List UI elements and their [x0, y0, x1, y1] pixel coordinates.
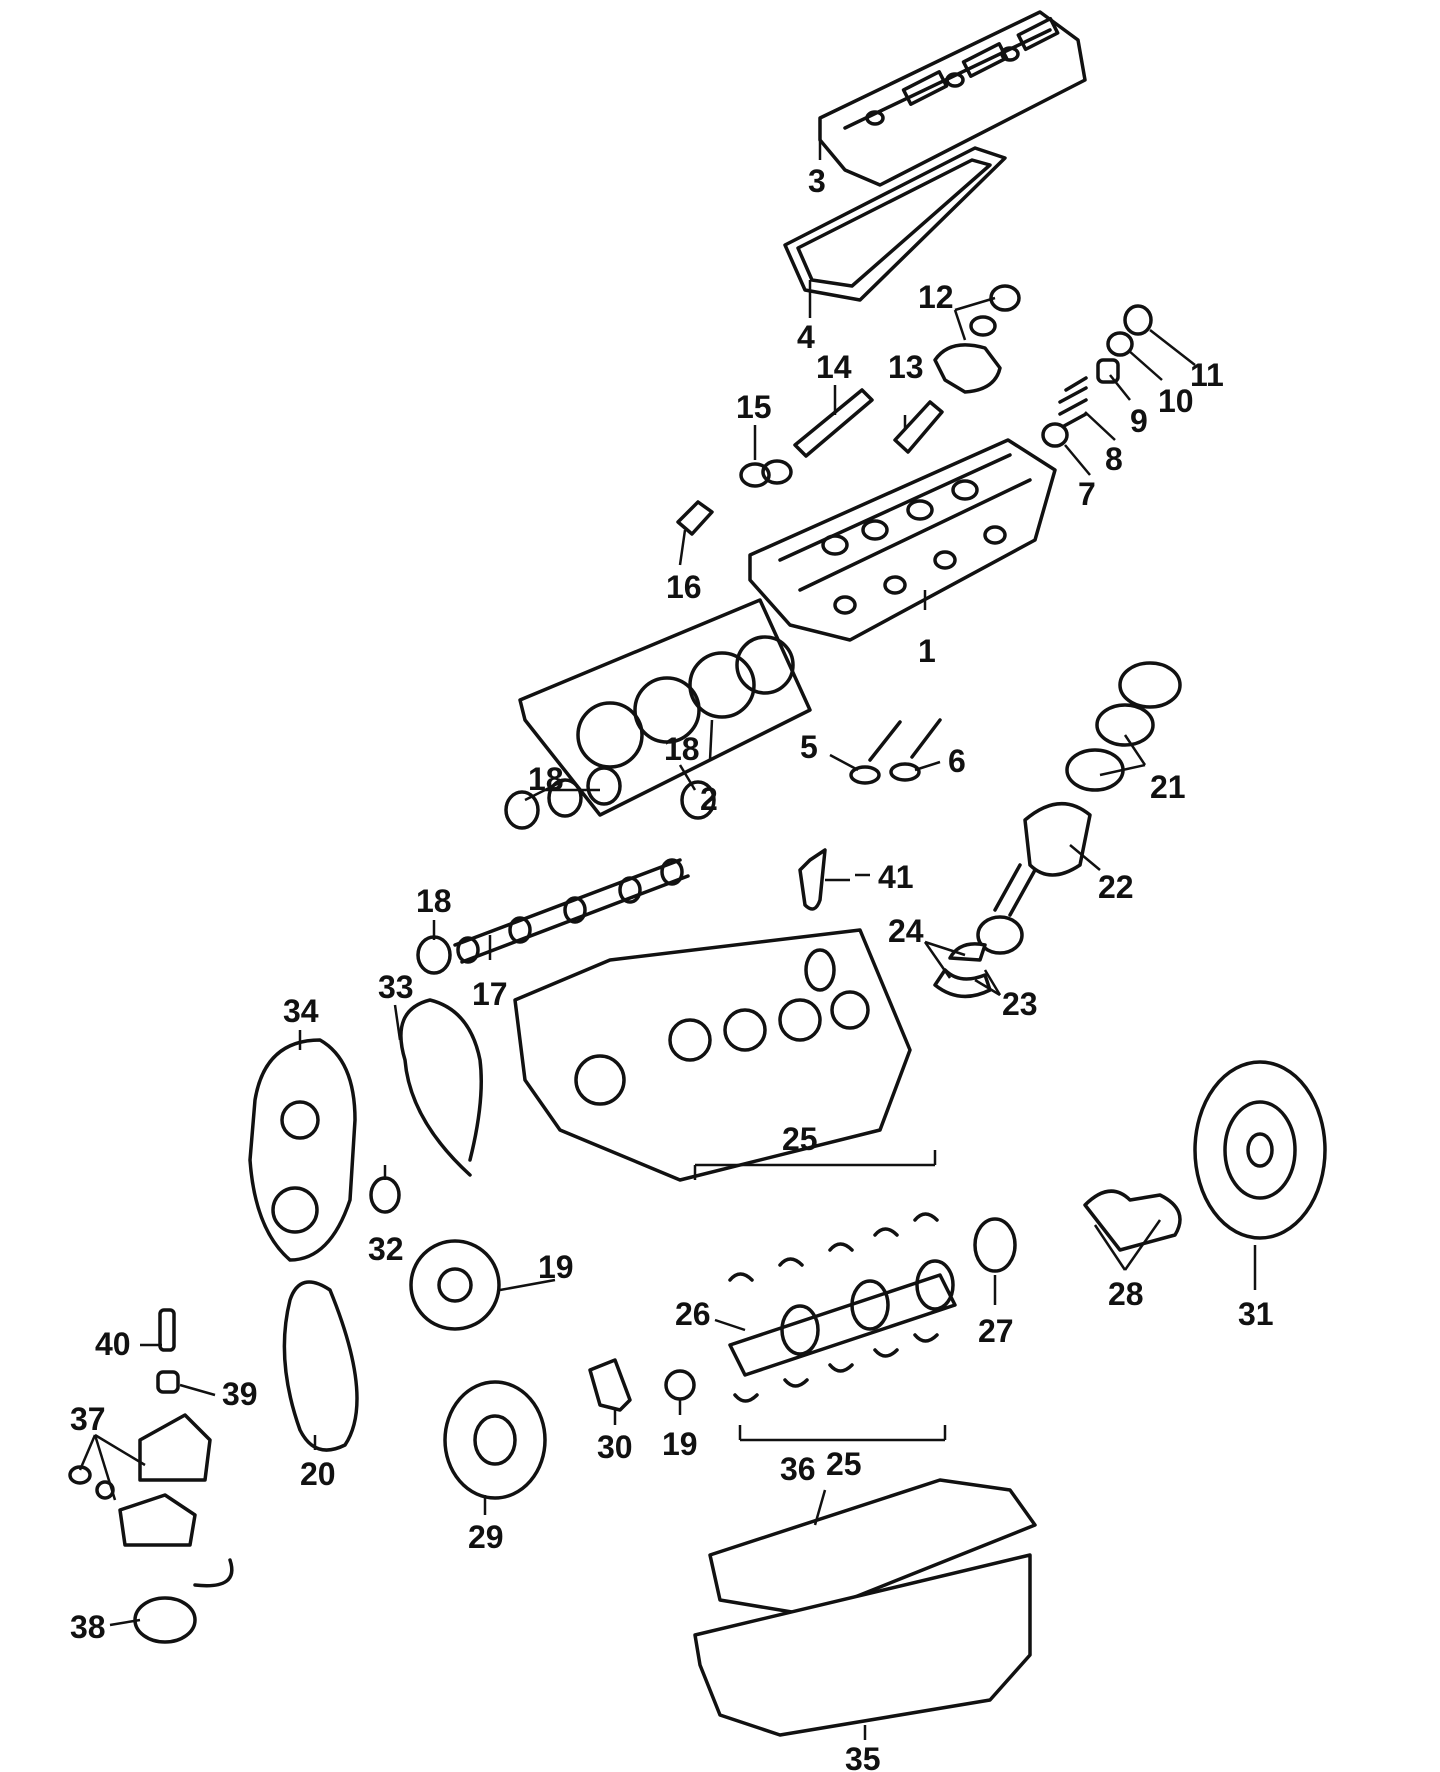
main-bearings-upper: [728, 1212, 939, 1282]
callout-33: 33: [378, 969, 414, 1005]
callout-19a: 19: [538, 1249, 574, 1285]
cylinder-head: [748, 438, 1057, 642]
callout-19b: 19: [662, 1426, 698, 1462]
front-seal: [369, 1176, 401, 1214]
cam-sprocket: [409, 1239, 501, 1331]
leader-lines: [78, 120, 1257, 1740]
oil-pan: [693, 1553, 1032, 1737]
timing-chain: [282, 1280, 359, 1452]
timing-cover: [248, 1038, 357, 1262]
piston-rings: [1065, 661, 1182, 792]
callout-8: 8: [1105, 441, 1123, 477]
valves: [849, 718, 942, 785]
rear-seal-retainer: [1083, 1189, 1182, 1252]
flywheel: [1193, 1060, 1327, 1240]
valve-cover: [818, 10, 1087, 187]
rear-main-seal: [973, 1217, 1017, 1273]
lifter: [676, 500, 714, 536]
pushrod: [793, 388, 874, 458]
callout-20: 20: [300, 1456, 336, 1492]
callout-39: 39: [222, 1376, 258, 1412]
rocker-arm: [933, 284, 1021, 394]
callout-30: 30: [597, 1429, 633, 1465]
main-bearings-lower: [733, 1333, 939, 1403]
callout-4: 4: [797, 319, 815, 355]
callout-16: 16: [666, 569, 702, 605]
callout-26: 26: [675, 1296, 711, 1332]
callout-9: 9: [1130, 403, 1148, 439]
callout-23: 23: [1002, 986, 1038, 1022]
callout-15: 15: [736, 389, 772, 425]
callout-37: 37: [70, 1401, 106, 1437]
callout-25b: 25: [826, 1446, 862, 1482]
callout-18a: 18: [528, 761, 564, 797]
harmonic-balancer: [443, 1380, 547, 1500]
callout-14: 14: [816, 349, 852, 385]
callout-24: 24: [888, 913, 924, 949]
callout-21: 21: [1150, 769, 1186, 805]
crankshaft: [728, 1259, 957, 1377]
callout-10: 10: [1158, 383, 1194, 419]
callout-18c: 18: [416, 883, 452, 919]
callout-22: 22: [1098, 869, 1134, 905]
lifter-guide: [739, 459, 793, 488]
callout-40: 40: [95, 1326, 131, 1362]
callout-1: 1: [918, 633, 936, 669]
callout-17: 17: [472, 976, 508, 1012]
callout-7: 7: [1078, 476, 1096, 512]
valve-spring-set: [1041, 304, 1153, 448]
callout-35: 35: [845, 1741, 881, 1772]
callout-34: 34: [283, 993, 319, 1029]
callout-6: 6: [948, 743, 966, 779]
callout-28: 28: [1108, 1276, 1144, 1312]
callout-2: 2: [700, 781, 718, 817]
oil-filter-adapter: [68, 1308, 234, 1644]
callout-29: 29: [468, 1519, 504, 1555]
callout-5: 5: [800, 729, 818, 765]
callout-38: 38: [70, 1609, 106, 1645]
crank-sprocket: [664, 1369, 696, 1401]
callout-11: 11: [1190, 357, 1224, 393]
piston: [1023, 801, 1092, 877]
callout-36: 36: [780, 1451, 816, 1487]
valve-cover-gasket: [783, 146, 1007, 302]
callout-31: 31: [1238, 1296, 1274, 1332]
engine-sensor: [798, 848, 827, 911]
callout-labels: 1 2 3 4 5 6 7 8 9 10 11 12 13 14 15 16 1…: [70, 163, 1274, 1772]
callout-18b: 18: [664, 731, 700, 767]
callout-13: 13: [888, 349, 924, 385]
rocker-stud: [893, 400, 944, 454]
timing-cover-gasket: [399, 998, 483, 1177]
oil-pan-gasket: [708, 1478, 1037, 1617]
oil-pump: [588, 1358, 632, 1412]
callout-27: 27: [978, 1313, 1014, 1349]
callout-41: 41: [878, 859, 914, 895]
engine-block: [513, 928, 912, 1182]
callout-3: 3: [808, 163, 826, 199]
callout-12: 12: [918, 279, 954, 315]
camshaft: [453, 858, 690, 964]
callout-25a: 25: [782, 1121, 818, 1157]
head-gasket: [518, 598, 812, 817]
callout-32: 32: [368, 1231, 404, 1267]
